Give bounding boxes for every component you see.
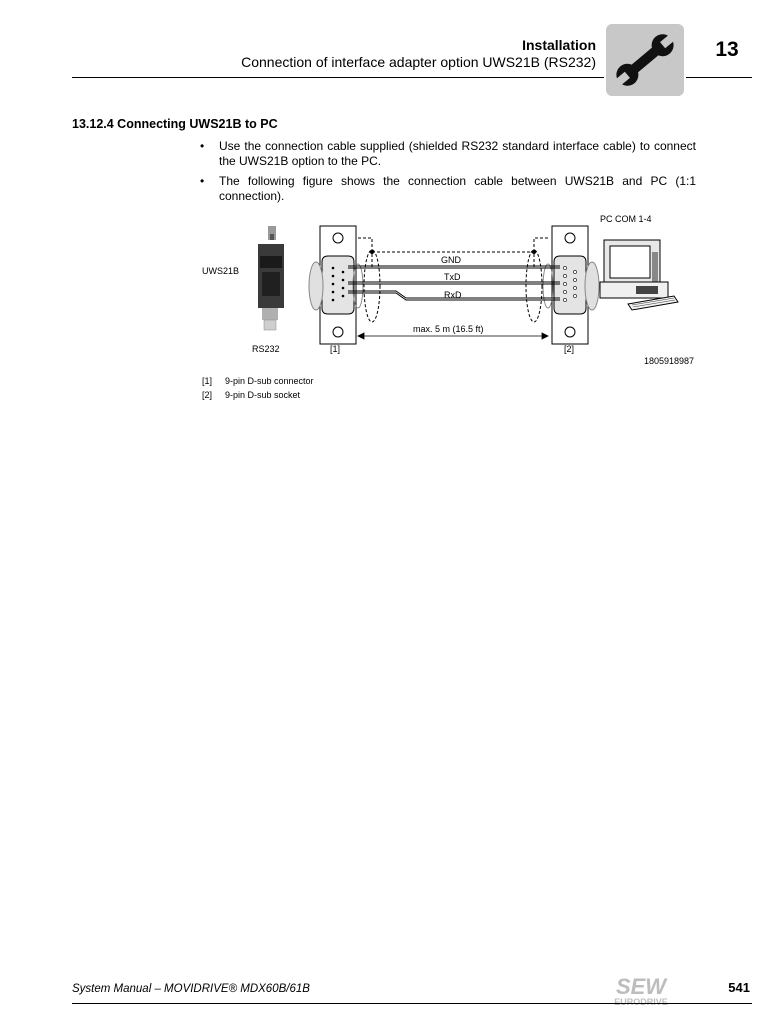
signal-wires bbox=[348, 265, 560, 301]
bullet-marker: • bbox=[200, 139, 205, 153]
wrench-icon bbox=[615, 34, 675, 86]
chapter-icon-box bbox=[606, 24, 684, 96]
length-dimension bbox=[357, 332, 549, 340]
legend-text: 9-pin D-sub socket bbox=[225, 390, 301, 400]
connector-1 bbox=[308, 225, 364, 345]
legend-text: 9-pin D-sub connector bbox=[225, 376, 314, 386]
txd-label: TxD bbox=[444, 272, 461, 282]
ref-1-label: [1] bbox=[330, 344, 340, 354]
section-title: Installation bbox=[522, 37, 596, 53]
uws21b-module bbox=[258, 226, 284, 331]
svg-text:SEW: SEW bbox=[616, 975, 668, 999]
bullet-text: Use the connection cable supplied (shiel… bbox=[219, 139, 696, 168]
section-heading: 13.12.4 Connecting UWS21B to PC bbox=[72, 117, 278, 131]
chapter-number: 13 bbox=[715, 38, 739, 61]
legend-key: [1] bbox=[202, 376, 213, 386]
logo-graphic: SEW EURODRIVE bbox=[614, 974, 668, 1007]
rxd-label: RxD bbox=[444, 290, 462, 300]
pc-com-label: PC COM 1-4 bbox=[600, 214, 652, 224]
pc-computer bbox=[599, 239, 679, 311]
connection-diagram: PC COM 1-4 UWS21B RS232 GND TxD RxD max.… bbox=[202, 214, 694, 366]
sew-eurodrive-logo: SEW EURODRIVE bbox=[602, 974, 680, 1007]
bullet-text: The following figure shows the connectio… bbox=[219, 174, 696, 203]
gnd-label: GND bbox=[441, 255, 462, 265]
bullet-marker: • bbox=[200, 174, 205, 188]
footer-divider bbox=[72, 1003, 752, 1004]
legend-item: [1] 9-pin D-sub connector bbox=[202, 376, 314, 386]
connector-2 bbox=[542, 225, 600, 345]
legend-key: [2] bbox=[202, 390, 213, 400]
uws21b-label: UWS21B bbox=[202, 266, 239, 276]
cable-shield bbox=[358, 237, 548, 323]
svg-text:EURODRIVE: EURODRIVE bbox=[614, 997, 668, 1007]
bullet-item: • The following figure shows the connect… bbox=[200, 174, 696, 204]
bullet-item: • Use the connection cable supplied (shi… bbox=[200, 139, 696, 169]
page-number: 541 bbox=[728, 980, 750, 995]
connection-figure: PC COM 1-4 UWS21B RS232 GND TxD RxD max.… bbox=[196, 208, 700, 372]
legend-item: [2] 9-pin D-sub socket bbox=[202, 390, 300, 400]
length-label: max. 5 m (16.5 ft) bbox=[413, 324, 484, 334]
ref-2-label: [2] bbox=[564, 344, 574, 354]
manual-title: System Manual – MOVIDRIVE® MDX60B/61B bbox=[72, 983, 310, 995]
section-subtitle: Connection of interface adapter option U… bbox=[241, 54, 596, 70]
rs232-label: RS232 bbox=[252, 344, 280, 354]
figure-id: 1805918987 bbox=[644, 356, 694, 366]
header-divider-right bbox=[686, 77, 752, 78]
header-divider bbox=[72, 77, 604, 78]
